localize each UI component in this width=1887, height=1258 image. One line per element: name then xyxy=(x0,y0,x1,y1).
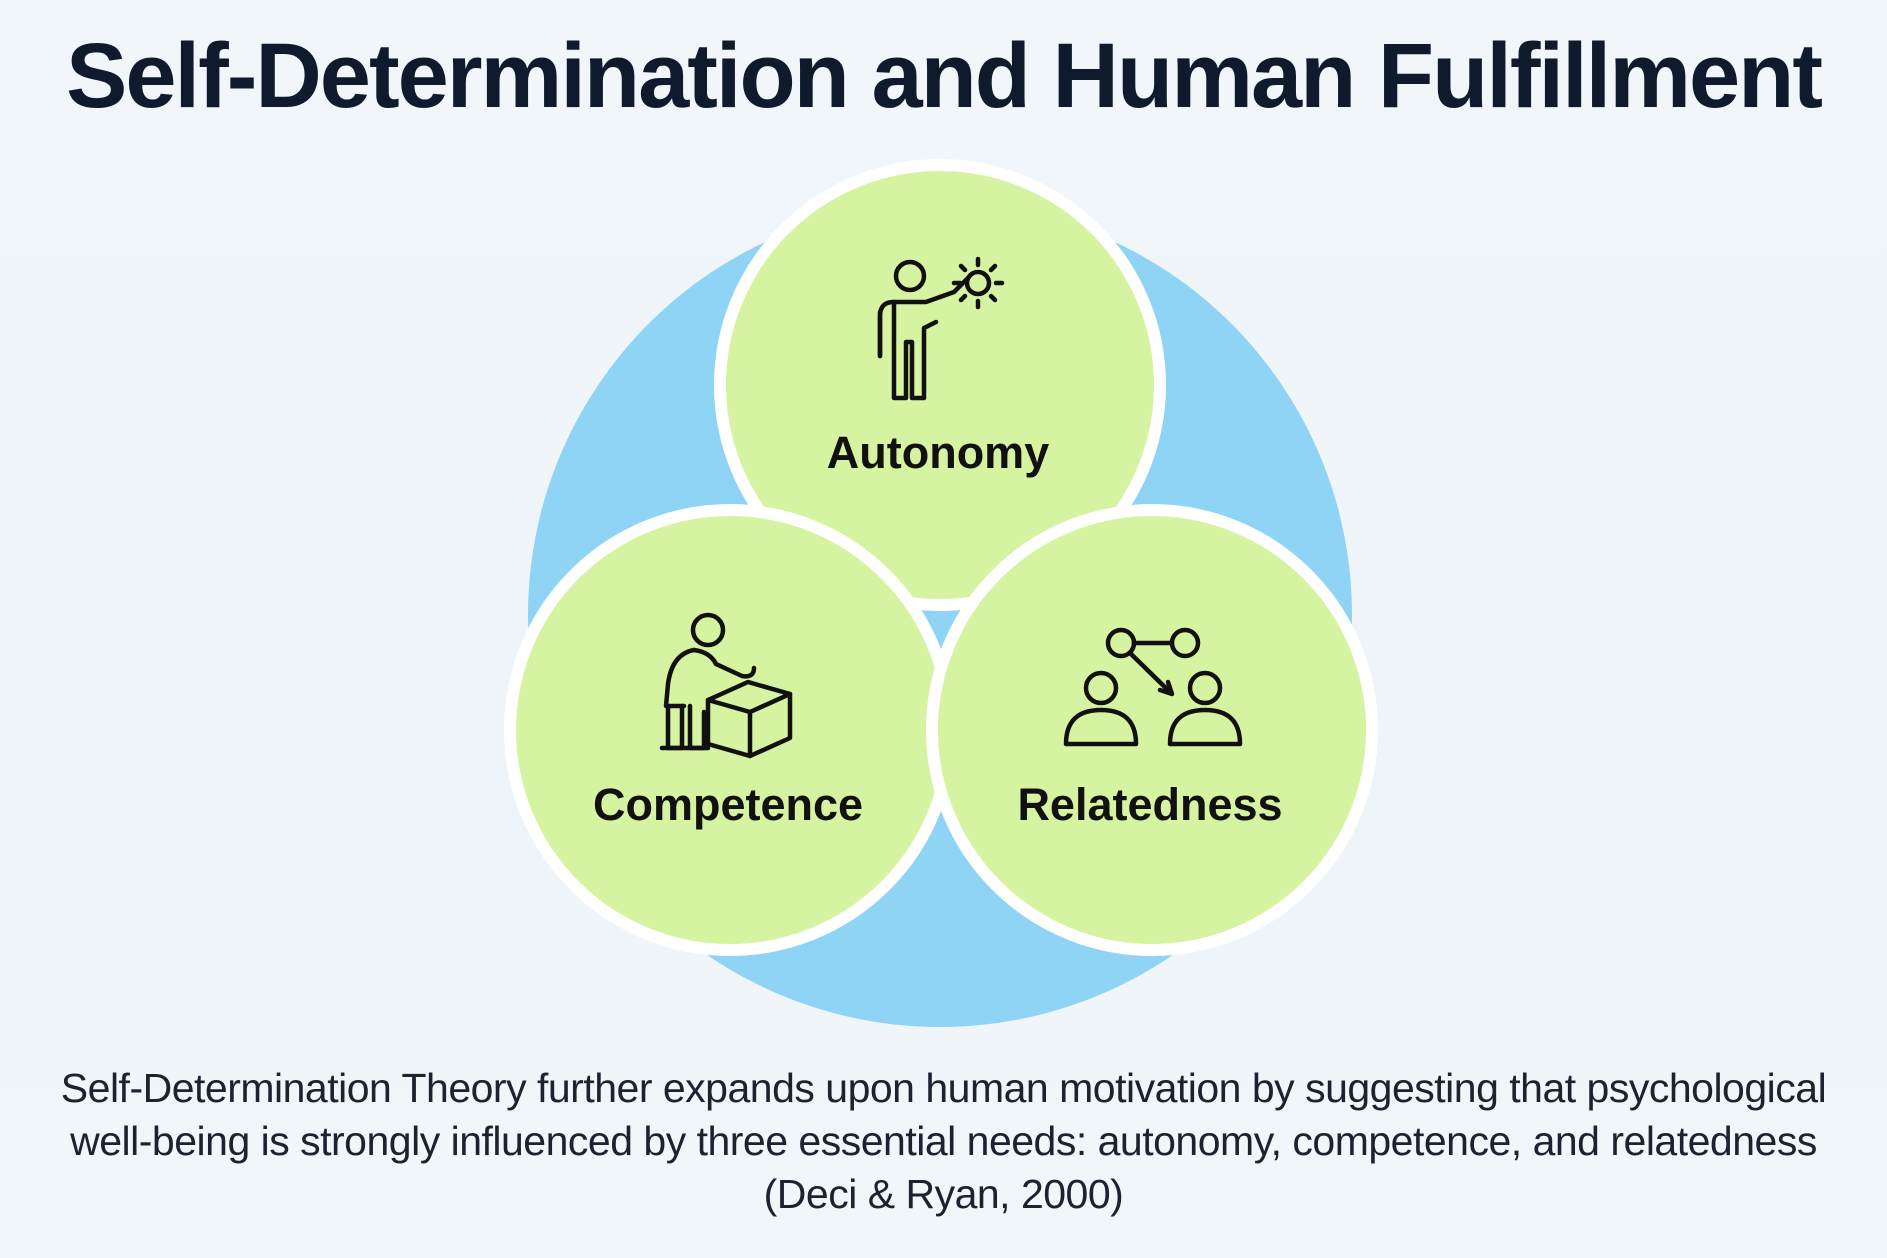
relatedness-label: Relatedness xyxy=(1017,779,1282,830)
relatedness-circle xyxy=(926,504,1378,956)
page-title: Self-Determination and Human Fulfillment xyxy=(65,25,1823,127)
competence-circle xyxy=(504,504,956,956)
caption-paragraph: Self-Determination Theory further expand… xyxy=(0,1062,1887,1221)
caption-citation: (Deci & Ryan, 2000) xyxy=(763,1171,1124,1217)
autonomy-circle xyxy=(714,159,1166,611)
caption-line-1: Self-Determination Theory further expand… xyxy=(60,1065,1827,1111)
connected-people-icon xyxy=(1063,627,1243,747)
competence-label: Competence xyxy=(593,779,863,830)
person-with-sun-icon xyxy=(877,256,1005,401)
autonomy-label: Autonomy xyxy=(827,427,1049,478)
caption-line-2: well-being is strongly influenced by thr… xyxy=(70,1118,1817,1164)
person-lifting-box-icon xyxy=(659,612,793,759)
